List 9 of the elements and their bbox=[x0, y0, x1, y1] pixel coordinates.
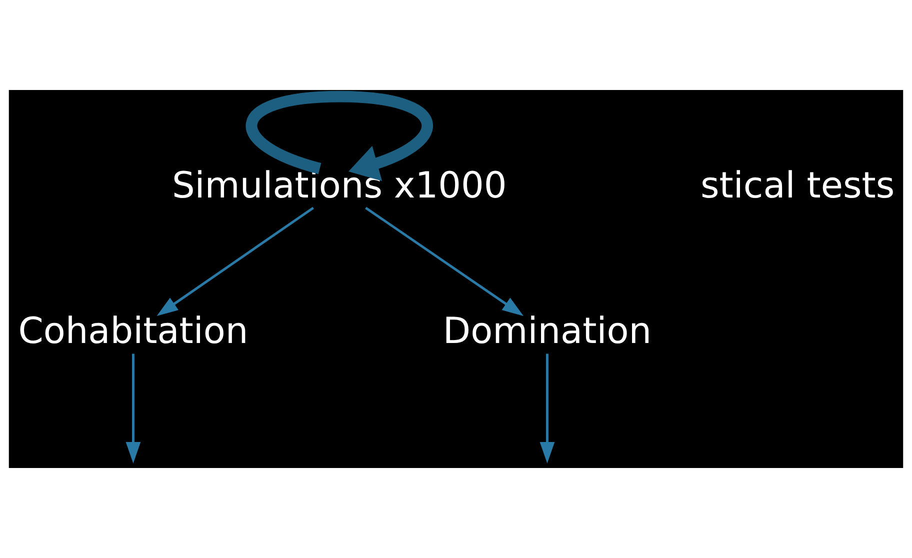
node-text: Cohabitation bbox=[18, 310, 248, 352]
arrow bbox=[365, 206, 524, 316]
label: stical tests bbox=[700, 165, 895, 206]
arrow bbox=[246, 90, 433, 182]
arrow bbox=[156, 206, 314, 316]
arrow bbox=[540, 354, 555, 464]
node-text: Simulations x1000 bbox=[172, 165, 507, 206]
arrow bbox=[126, 354, 141, 464]
node-text: Domination bbox=[442, 310, 652, 352]
